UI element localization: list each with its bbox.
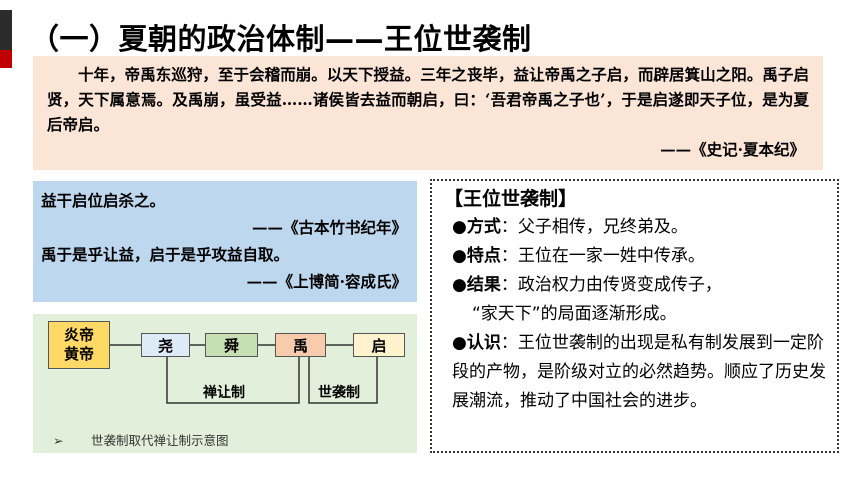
node-qi: 启 (353, 333, 405, 357)
node-shun: 舜 (205, 333, 258, 357)
info-value: ：政治权力由传贤变成传子， (500, 275, 722, 295)
side-quotes-box: 益干启位启杀之。 ——《古本竹书纪年》 禹于是乎让益，启于是乎攻益自取。 ——《… (33, 181, 417, 302)
info-item-insight: ●认识：王位世袭制的出现是私有制发展到一定阶段的产物，是阶级对立的必然趋势。顺应… (452, 329, 827, 416)
hereditary-info-box: 【王位世袭制】 ●方式：父子相传，兄终弟及。 ●特点：王位在一家一姓中传承。 ●… (430, 179, 839, 453)
info-key: 结果 (466, 275, 501, 295)
title-accent-red (0, 50, 12, 68)
info-item-method: ●方式：父子相传，兄终弟及。 (452, 213, 827, 242)
info-heading: 【王位世袭制】 (444, 188, 578, 210)
bullet-icon: ● (452, 333, 467, 353)
shixi-label: 世袭制 (318, 385, 360, 401)
diagram-connectors (110, 344, 378, 404)
node-yan-huang-label: 炎帝黄帝 (63, 326, 94, 363)
info-result-continuation: “家天下”的局面逐渐形成。 (472, 304, 677, 324)
page-title: （一）夏朝的政治体制——王位世袭制 (30, 22, 532, 56)
shangbo-quote: 禹于是乎让益，启于是乎攻益自取。 (41, 245, 290, 264)
zhushu-source: ——《古本竹书纪年》 (251, 218, 407, 237)
shiji-quote-text: 十年，帝禹东巡狩，至于会稽而崩。以天下授益。三年之丧毕，益让帝禹之子启，而辟居箕… (47, 65, 809, 134)
shanrang-label: 禅让制 (203, 385, 245, 401)
diagram-caption: ➢ 世袭制取代禅让制示意图 (53, 430, 229, 449)
bullet-icon: ● (452, 275, 467, 295)
diagram-caption-text: 世袭制取代禅让制示意图 (91, 433, 229, 448)
info-key: 特点 (466, 246, 501, 266)
info-key: 认识 (466, 333, 501, 353)
info-item-feature: ●特点：王位在一家一姓中传承。 (452, 242, 827, 271)
info-value: ：王位世袭制的出现是私有制发展到一定阶段的产物，是阶级对立的必然趋势。顺应了历史… (452, 333, 826, 411)
shangbo-source: ——《上博简·容成氏》 (246, 272, 407, 291)
info-value: ：王位在一家一姓中传承。 (500, 246, 705, 266)
info-item-result: ●结果：政治权力由传贤变成传子， (452, 271, 827, 300)
bullet-icon: ● (452, 217, 467, 237)
info-value: ：父子相传，兄终弟及。 (500, 217, 688, 237)
node-yao: 尧 (141, 333, 190, 357)
node-yan-huang: 炎帝黄帝 (48, 321, 110, 369)
bullet-icon: ● (452, 246, 467, 266)
info-key: 方式 (466, 217, 501, 237)
shiji-quote-source: ——《史记·夏本纪》 (660, 140, 805, 159)
title-accent-bar (0, 10, 12, 68)
zhushu-quote: 益干启位启杀之。 (41, 191, 166, 210)
caption-arrow-icon: ➢ (53, 433, 64, 448)
shiji-quote-box: 十年，帝禹东巡狩，至于会稽而崩。以天下授益。三年之丧毕，益让帝禹之子启，而辟居箕… (33, 56, 823, 170)
succession-diagram: 炎帝黄帝 尧 舜 禹 启 禅让制 世袭制 ➢ 世袭制取代禅让制示意图 (33, 314, 417, 453)
node-yu: 禹 (275, 333, 326, 357)
